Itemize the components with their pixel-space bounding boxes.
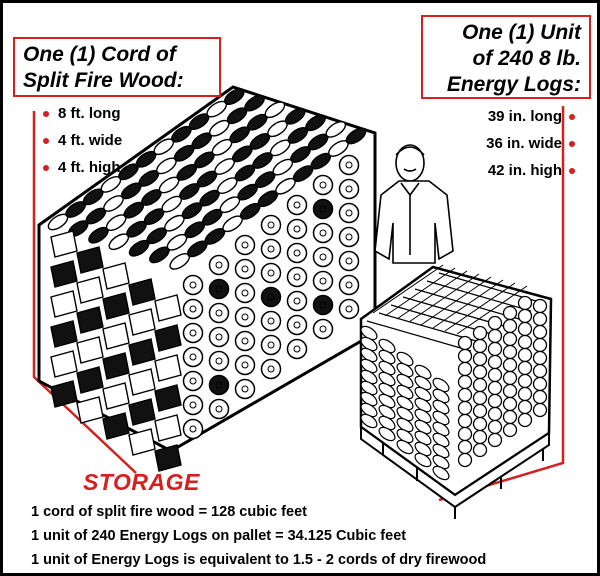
cord-title-line-2: Split Fire Wood: — [23, 69, 184, 92]
unit-title-line-1: One (1) Unit — [462, 21, 581, 44]
bullet-icon — [43, 111, 49, 118]
cord-spec-height: 4 ft. high — [43, 154, 122, 181]
cord-specs: 8 ft. long 4 ft. wide 4 ft. high — [43, 100, 122, 181]
cord-spec-width: 4 ft. wide — [43, 127, 122, 154]
diagram-illustration — [32, 85, 565, 519]
unit-spec-width: 36 in. wide — [443, 130, 575, 157]
cord-title-line-1: One (1) Cord of — [23, 43, 176, 66]
bullet-icon — [569, 141, 575, 148]
storage-title: STORAGE — [83, 469, 200, 495]
cord-spec-length: 8 ft. long — [43, 100, 122, 127]
cord-title-box: One (1) Cord of Split Fire Wood: — [13, 37, 221, 97]
storage-line-equivalence: 1 unit of Energy Logs is equivalent to 1… — [31, 552, 487, 568]
woodpile-illustration — [37, 85, 377, 472]
bullet-icon — [43, 138, 49, 145]
unit-spec-height: 42 in. high — [443, 157, 575, 184]
person-illustration — [374, 144, 454, 264]
bullet-icon — [43, 165, 49, 172]
unit-title-box: One (1) Unit of 240 8 lb. Energy Logs: — [421, 15, 591, 99]
unit-spec-length: 39 in. long — [443, 103, 575, 130]
bullet-icon — [569, 168, 575, 175]
energy-log-pallet-illustration — [359, 264, 553, 519]
storage-lines: 1 cord of split fire wood = 128 cubic fe… — [31, 500, 486, 572]
bullet-icon — [569, 114, 575, 121]
unit-title-line-2: of 240 8 lb. — [472, 47, 581, 70]
storage-line-unit-volume: 1 unit of 240 Energy Logs on pallet = 34… — [31, 528, 407, 544]
storage-line-cord-volume: 1 cord of split fire wood = 128 cubic fe… — [31, 504, 307, 520]
unit-specs: 39 in. long 36 in. wide 42 in. high — [443, 103, 575, 184]
unit-title-line-3: Energy Logs: — [446, 73, 581, 96]
